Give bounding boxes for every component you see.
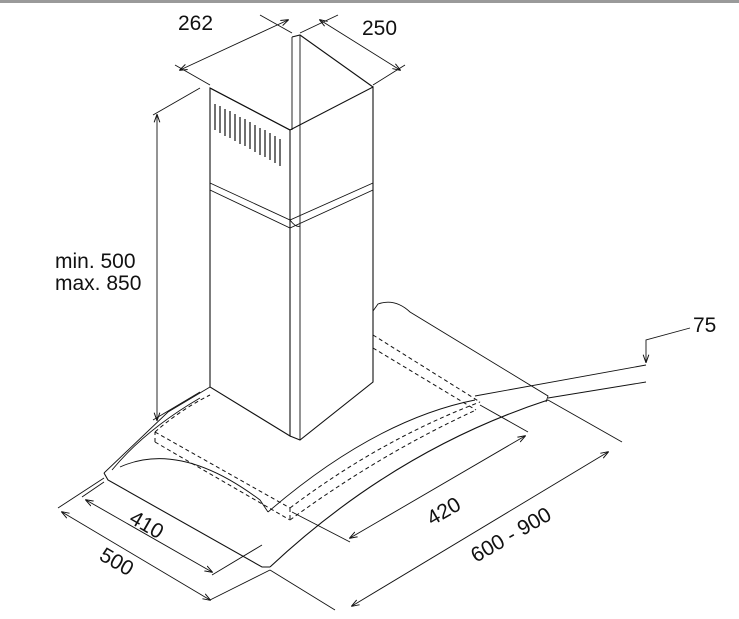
label-canopy-depth-inner: 410 bbox=[126, 506, 168, 543]
chimney bbox=[209, 34, 374, 441]
label-chimney-depth: 250 bbox=[362, 17, 397, 40]
label-height-min: min. 500 bbox=[55, 250, 136, 273]
label-canopy-width-outer: 600 - 900 bbox=[467, 503, 555, 567]
canopy-hidden-lines bbox=[154, 334, 481, 521]
vent-slots bbox=[214, 104, 281, 166]
label-canopy-width-inner: 420 bbox=[423, 493, 465, 530]
label-glass-thickness: 75 bbox=[693, 314, 716, 337]
label-chimney-width: 262 bbox=[178, 12, 213, 35]
glass-canopy bbox=[103, 301, 647, 568]
label-canopy-depth-outer: 500 bbox=[96, 543, 138, 580]
label-height-max: max. 850 bbox=[55, 272, 141, 295]
dimension-lines bbox=[57, 14, 691, 611]
top-border-rule bbox=[0, 0, 739, 3]
dimension-labels: 262 250 min. 500 max. 850 75 410 500 420… bbox=[55, 12, 716, 581]
